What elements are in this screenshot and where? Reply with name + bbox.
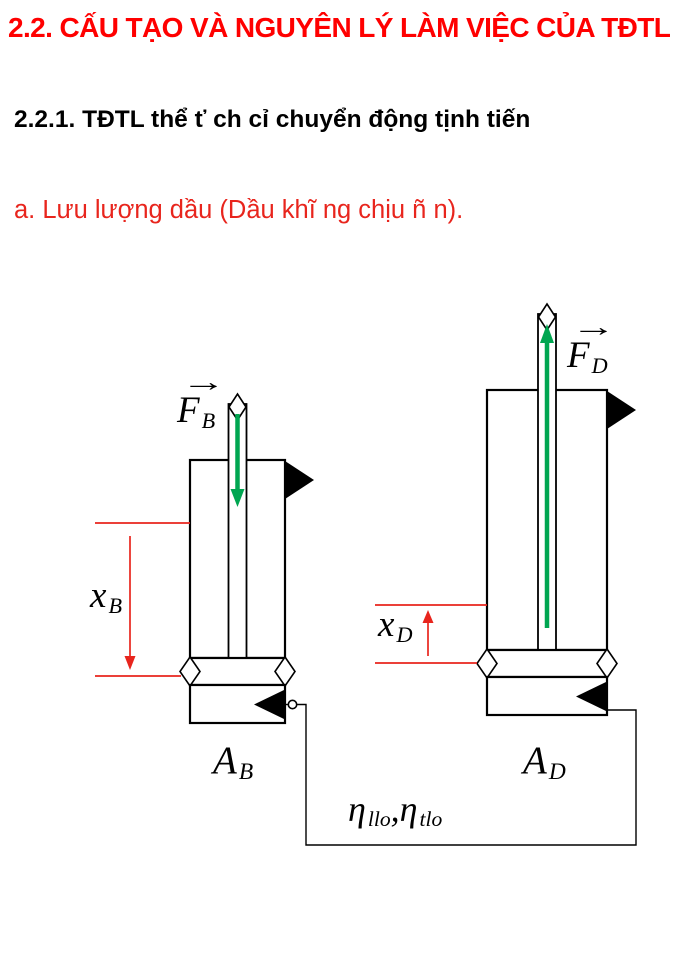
- force-d-symbol: F: [567, 335, 590, 376]
- slide-item-a: a. Lưu lượng dầu (Dầu khĩ ng chịu ñ n).: [14, 196, 464, 224]
- pipe-run: [296, 703, 637, 846]
- cylinder-d-outlet-arrow-icon: [576, 682, 606, 711]
- stroke-d-symbol: x: [378, 604, 395, 645]
- area-label-b: AB: [213, 739, 254, 785]
- force-label-b: → FB: [177, 369, 226, 433]
- stroke-b-symbol: x: [90, 575, 107, 616]
- force-b-subscript: B: [201, 407, 216, 433]
- stroke-d-subscript: D: [396, 621, 413, 647]
- area-d-subscript: D: [548, 758, 566, 785]
- area-label-d: AD: [523, 739, 566, 785]
- cylinder-b-piston: [188, 656, 287, 687]
- eta-mechanical-symbol: η: [399, 789, 418, 829]
- area-b-symbol: A: [213, 739, 237, 782]
- force-d-arrow-head-icon: [540, 324, 554, 343]
- stroke-d-arrow-head-icon: [422, 610, 434, 623]
- cylinder-b: [179, 392, 314, 725]
- slide-subtitle: 2.2.1. TĐTL thể ť ch cỉ chuyển động tịnh…: [14, 106, 531, 133]
- stroke-label-b: xB: [90, 575, 122, 618]
- force-b-symbol: F: [177, 390, 200, 431]
- eta-volumetric-symbol: η: [348, 789, 366, 829]
- force-d-subscript: D: [591, 352, 608, 378]
- force-b-arrow-head-icon: [230, 489, 245, 507]
- stroke-b-arrow-head-icon: [124, 656, 136, 670]
- cylinder-d-piston: [485, 648, 609, 679]
- efficiency-label: ηllo,ηtlo: [348, 789, 443, 832]
- slide-title: 2.2. CẤU TẠO VÀ NGUYÊN LÝ LÀM VIỆC CỦA T…: [8, 12, 671, 43]
- force-label-d: → FD: [567, 314, 616, 378]
- vector-arrow-icon: →: [181, 367, 226, 398]
- stroke-b-subscript: B: [108, 592, 122, 618]
- cylinder-b-outlet-arrow-icon: [254, 690, 284, 719]
- cylinder-b-pipe-joint-icon: [287, 699, 298, 710]
- stroke-annotation-b: [95, 522, 190, 677]
- cylinder-b-port-arrow-icon: [285, 461, 314, 499]
- efficiency-separator: ,: [390, 789, 400, 829]
- area-b-subscript: B: [238, 758, 254, 785]
- eta-mechanical-subscript: tlo: [419, 807, 443, 832]
- cylinder-d-port-arrow-icon: [607, 391, 636, 429]
- hydraulic-line: [285, 703, 637, 846]
- area-d-symbol: A: [523, 739, 547, 782]
- eta-volumetric-subscript: llo: [367, 807, 391, 832]
- vector-arrow-icon: →: [571, 312, 616, 343]
- stroke-annotation-d: [375, 604, 487, 664]
- cylinder-d: [476, 302, 636, 717]
- stroke-label-d: xD: [378, 604, 413, 647]
